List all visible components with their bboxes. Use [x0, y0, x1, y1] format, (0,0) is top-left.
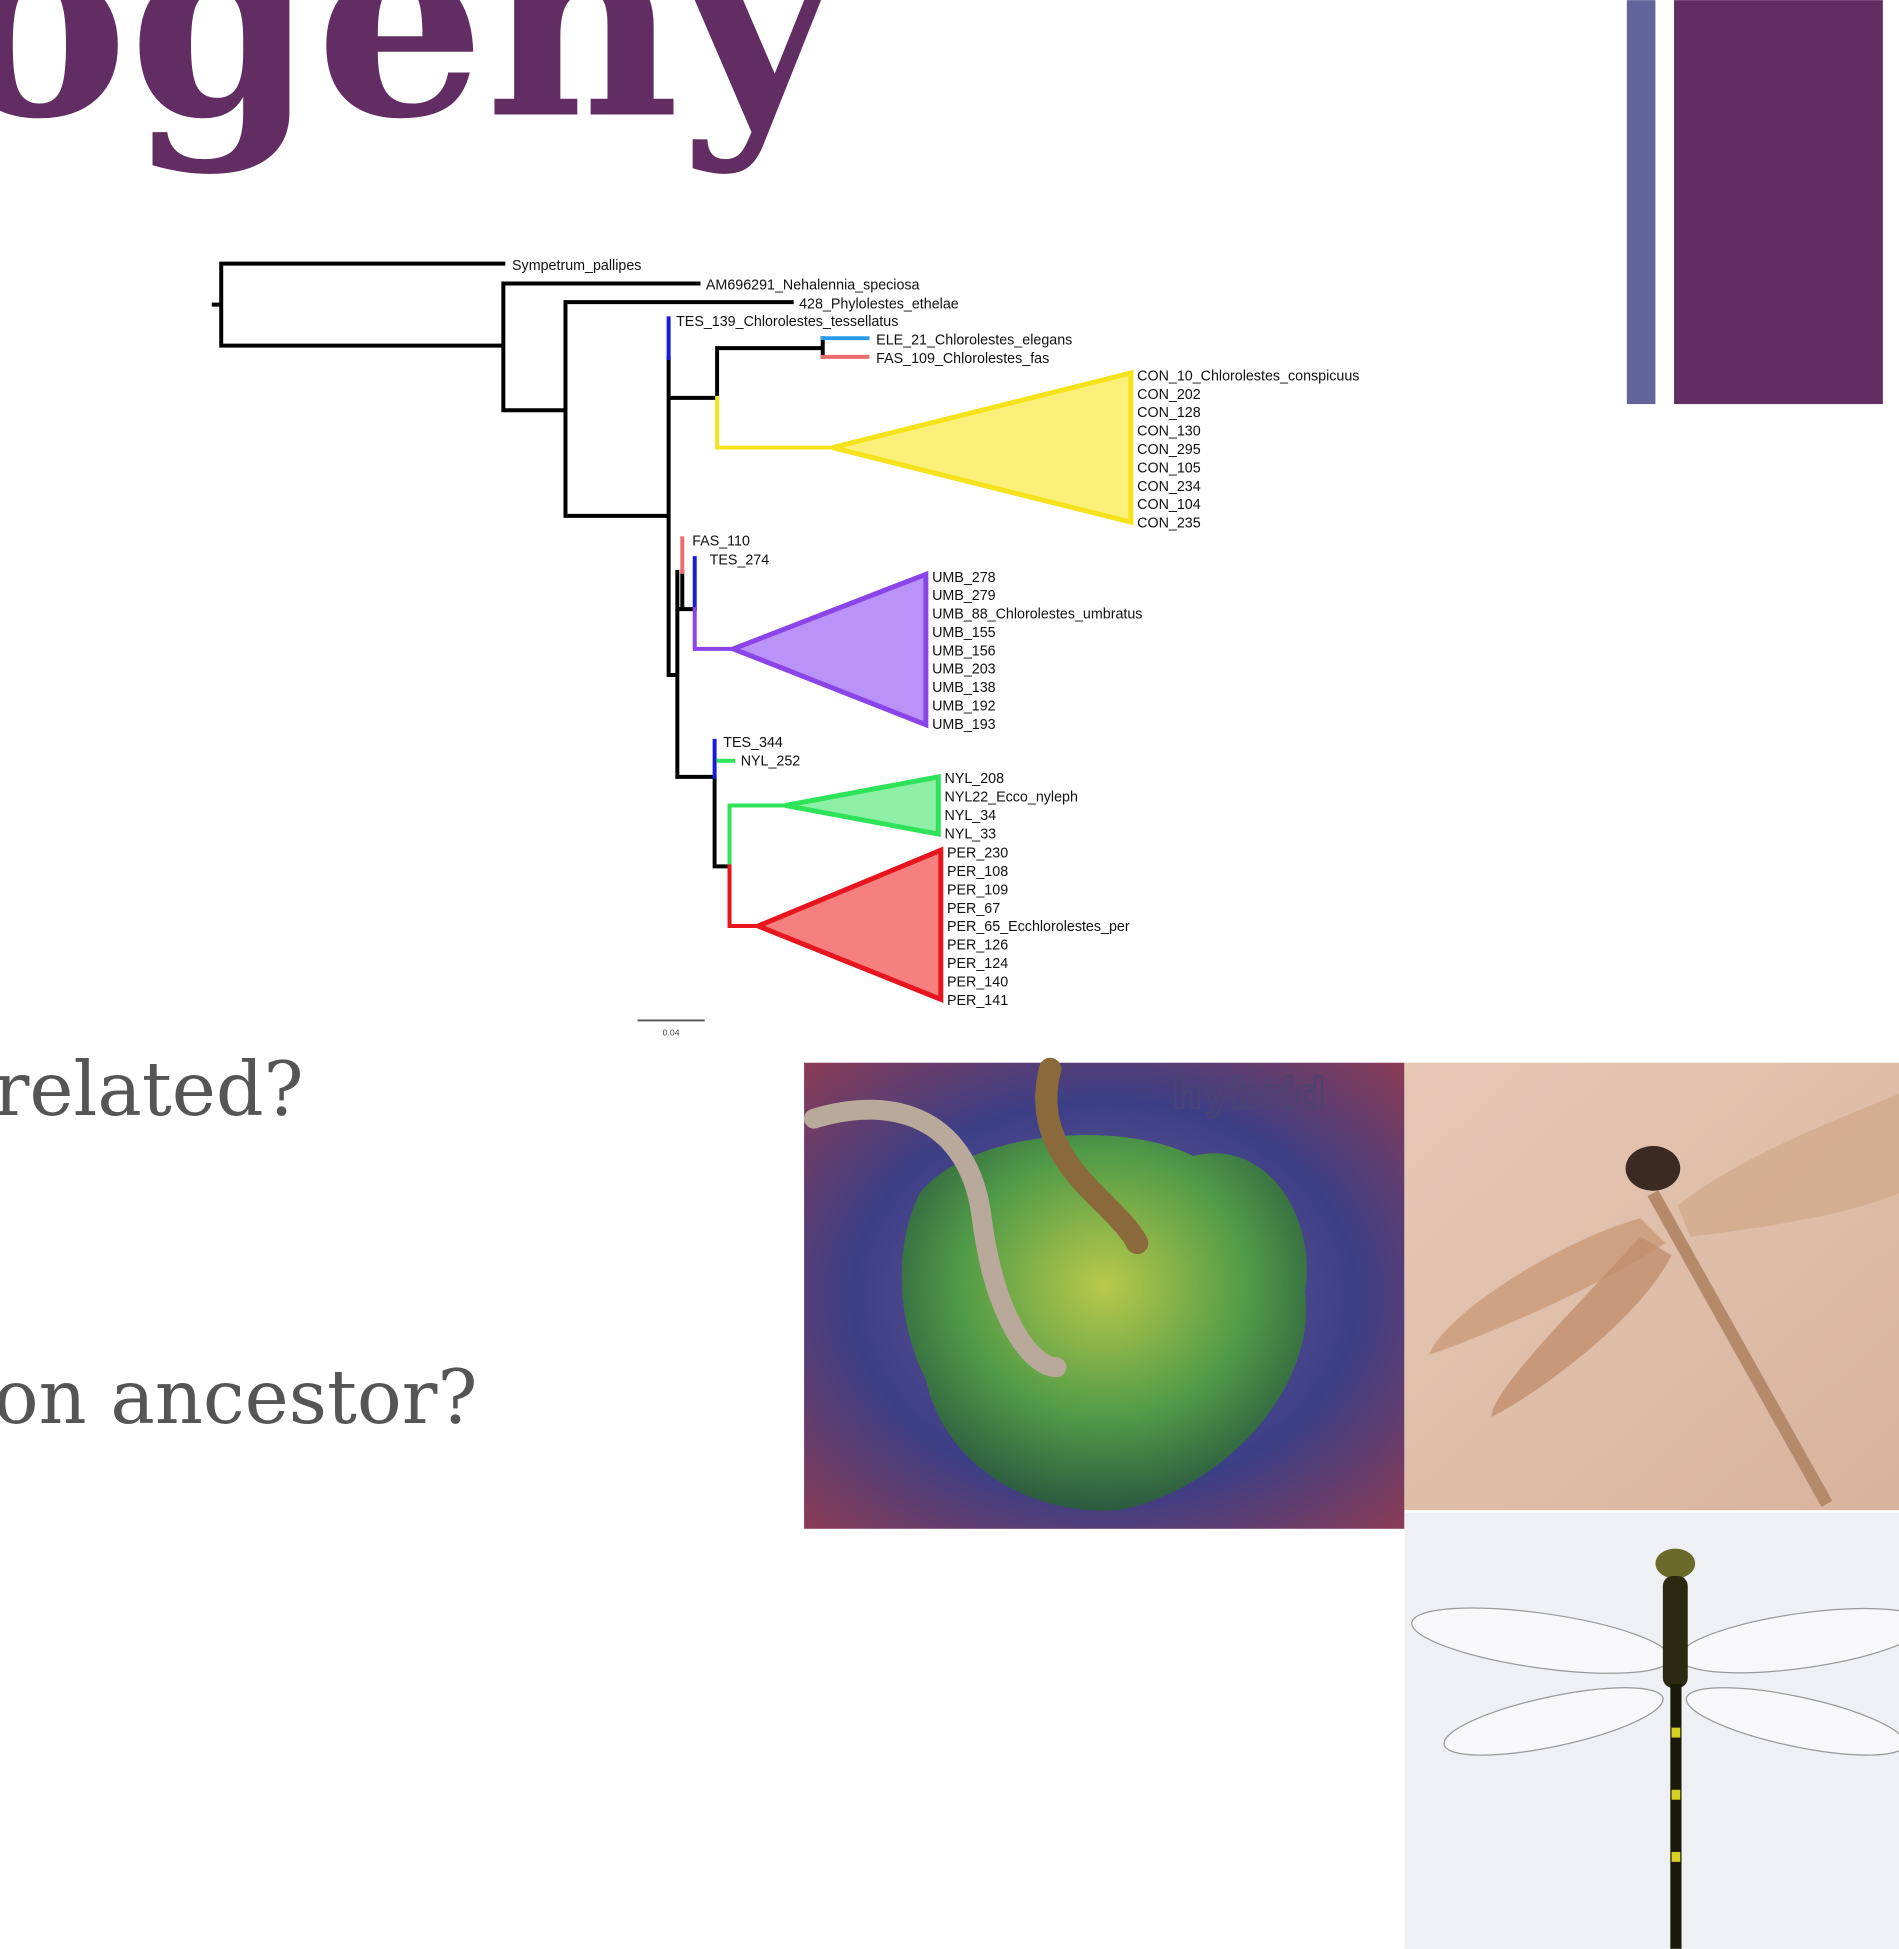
clade-leaf-label: UMB_156 [932, 643, 996, 659]
clade-triangle-umb [726, 570, 929, 729]
leaf-label: ELE_21_Chlorolestes_elegans [876, 332, 1072, 348]
clade-labels: CON_10_Chlorolestes_conspicuusCON_202CON… [932, 368, 1359, 1008]
branch-con [715, 395, 835, 450]
leaf-label: AM696291_Nehalennia_speciosa [706, 278, 920, 294]
phylogenetic-tree: Sympetrum_pallipes AM696291_Nehalennia_s… [211, 258, 1359, 1037]
clade-leaf-label: CON_235 [1137, 516, 1201, 532]
clade-leaf-label: UMB_88_Chlorolestes_umbratus [932, 607, 1142, 623]
clade-leaf-label: CON_295 [1137, 442, 1201, 458]
clade-leaf-label: CON_128 [1137, 405, 1201, 421]
scale-bar-label: 0.04 [663, 1027, 680, 1037]
branch-nyl [727, 803, 788, 869]
leaf-label: FAS_110 [692, 534, 750, 550]
fossil-dragonfly-image [1404, 1062, 1899, 1511]
hybrid-watermark: hybrid [1172, 1070, 1325, 1119]
clade-leaf-label: CON_10_Chlorolestes_conspicuus [1137, 368, 1359, 384]
clade-leaf-label: CON_104 [1137, 497, 1201, 513]
leaf-label: Sympetrum_pallipes [512, 258, 641, 274]
clade-leaf-label: CON_130 [1137, 424, 1201, 440]
clade-leaf-label: PER_230 [947, 846, 1008, 862]
question-related: related? [0, 1046, 304, 1133]
branch-umb [692, 607, 736, 651]
question-common-ancestor: on ancestor? [0, 1354, 477, 1441]
dragonfly-photo [1404, 1512, 1899, 1949]
clade-leaf-label: UMB_279 [932, 588, 996, 604]
clade-leaf-label: PER_140 [947, 974, 1008, 990]
clade-leaf-label: NYL_33 [945, 826, 997, 842]
clade-leaf-label: CON_105 [1137, 460, 1201, 476]
clade-leaf-label: UMB_203 [932, 662, 996, 678]
clade-leaf-label: UMB_278 [932, 570, 996, 586]
clade-leaf-label: PER_108 [947, 864, 1008, 880]
accent-bar-thick [1674, 0, 1883, 405]
accent-bar-thin [1626, 0, 1656, 405]
leaf-label: FAS_109_Chlorolestes_fas [876, 351, 1049, 367]
clade-leaf-label: PER_65_Ecchlorolestes_per [947, 919, 1130, 935]
clade-leaf-label: PER_67 [947, 901, 1000, 917]
clade-leaf-label: PER_124 [947, 956, 1008, 972]
leaf-label: NYL_252 [741, 754, 801, 770]
clade-leaf-label: NYL_34 [945, 808, 997, 824]
clade-leaf-label: UMB_155 [932, 625, 996, 641]
clade-triangle-nyl [784, 773, 941, 838]
clade-leaf-label: PER_109 [947, 882, 1008, 898]
leaf-label: TES_274 [710, 552, 770, 568]
clade-triangle-con [832, 369, 1134, 526]
tree-black-branches [211, 261, 825, 869]
branch-per [727, 864, 761, 929]
molecule-image: hybrid [804, 1057, 1405, 1529]
clade-triangle-per [751, 846, 944, 1004]
clade-leaf-label: NYL_208 [945, 771, 1005, 787]
clade-leaf-label: PER_141 [947, 993, 1008, 1009]
leaf-label: TES_344 [723, 735, 783, 751]
leaf-label: TES_139_Chlorolestes_tessellatus [676, 314, 898, 330]
slide-title: ogeny [0, 0, 842, 178]
clade-leaf-label: UMB_138 [932, 680, 996, 696]
clade-leaf-label: CON_234 [1137, 479, 1201, 495]
clade-leaf-label: UMB_193 [932, 717, 996, 733]
clade-leaf-label: NYL22_Ecco_nyleph [945, 790, 1078, 806]
clade-leaf-label: PER_126 [947, 938, 1008, 954]
clade-leaf-label: CON_202 [1137, 387, 1201, 403]
leaf-label: 428_Phylolestes_ethelae [799, 296, 959, 312]
clade-leaf-label: UMB_192 [932, 699, 996, 715]
